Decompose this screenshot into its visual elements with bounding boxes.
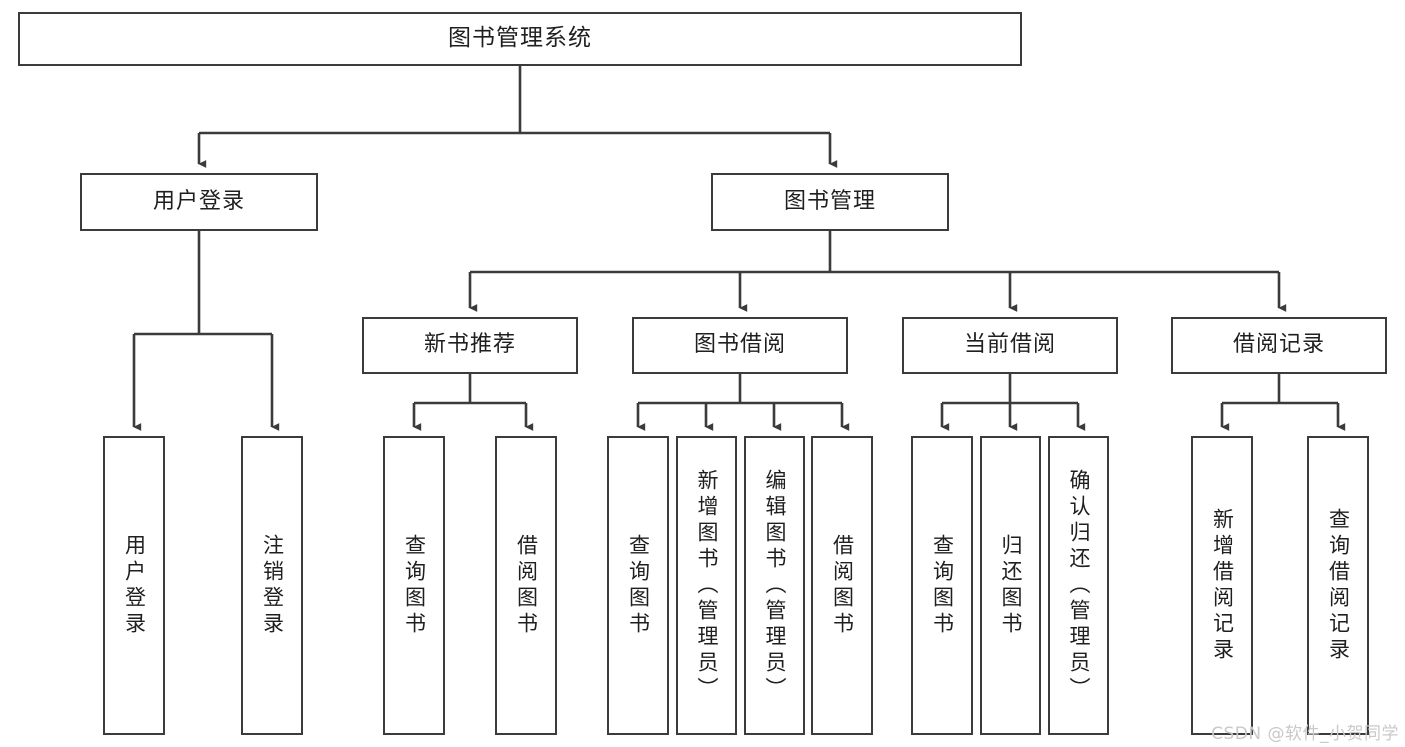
node-label: 编辑图书（管理员） (763, 468, 787, 703)
node-label: 图书借阅 (693, 332, 786, 358)
leaf-logout[interactable]: 注销登录 (241, 436, 303, 735)
node-book-management[interactable]: 图书管理 (711, 173, 949, 231)
leaf-query-book-borrow[interactable]: 查询图书 (607, 436, 669, 735)
node-label: 归还图书 (999, 533, 1023, 638)
node-label: 图书管理系统 (448, 25, 592, 52)
node-book-borrowing[interactable]: 图书借阅 (632, 317, 848, 374)
leaf-return-book[interactable]: 归还图书 (980, 436, 1041, 735)
node-label: 确认归还（管理员） (1067, 468, 1091, 703)
leaf-borrow-book[interactable]: 借阅图书 (811, 436, 873, 735)
leaf-query-book-current[interactable]: 查询图书 (911, 436, 973, 735)
node-label: 查询借阅记录 (1326, 507, 1351, 664)
node-label: 新书推荐 (423, 332, 516, 358)
node-label: 借阅记录 (1232, 332, 1325, 358)
leaf-confirm-return-admin[interactable]: 确认归还（管理员） (1048, 436, 1109, 735)
node-label: 用户登录 (122, 533, 147, 638)
node-label: 借阅图书 (830, 533, 855, 638)
node-user-login[interactable]: 用户登录 (80, 173, 318, 231)
leaf-edit-book-admin[interactable]: 编辑图书（管理员） (744, 436, 805, 735)
node-label: 图书管理 (783, 188, 876, 214)
leaf-query-borrow-record[interactable]: 查询借阅记录 (1307, 436, 1369, 735)
node-label: 借阅图书 (514, 533, 539, 638)
node-current-borrowing[interactable]: 当前借阅 (902, 317, 1118, 374)
node-label: 新增图书（管理员） (695, 468, 719, 703)
csdn-watermark: CSDN @软件_小贺同学 (1211, 724, 1399, 744)
node-label: 查询图书 (626, 533, 651, 638)
node-borrowing-records[interactable]: 借阅记录 (1171, 317, 1387, 374)
node-root-book-management-system[interactable]: 图书管理系统 (18, 12, 1022, 66)
leaf-add-borrow-record[interactable]: 新增借阅记录 (1191, 436, 1253, 735)
node-label: 查询图书 (402, 533, 427, 638)
leaf-user-login[interactable]: 用户登录 (103, 436, 165, 735)
leaf-query-book-new-rec[interactable]: 查询图书 (383, 436, 445, 735)
node-new-book-recommendation[interactable]: 新书推荐 (362, 317, 578, 374)
node-label: 新增借阅记录 (1210, 507, 1235, 664)
node-label: 查询图书 (930, 533, 955, 638)
leaf-borrow-book-new-rec[interactable]: 借阅图书 (495, 436, 557, 735)
leaf-add-book-admin[interactable]: 新增图书（管理员） (676, 436, 737, 735)
node-label: 当前借阅 (963, 332, 1056, 358)
node-label: 注销登录 (260, 533, 285, 638)
node-label: 用户登录 (152, 188, 245, 214)
